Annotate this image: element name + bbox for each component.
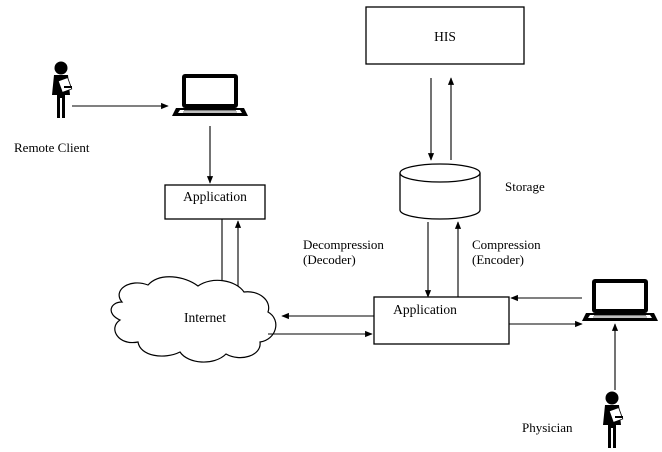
encoder-label: (Encoder) [472,252,524,267]
remote-client-label: Remote Client [14,140,90,155]
internet-cloud [110,276,277,363]
storage-cylinder-body [399,173,481,220]
physician-laptop-icon [581,278,659,322]
application-main-node: Application [373,296,510,345]
compression-label: Compression [472,237,541,252]
physician-label: Physician [522,420,573,435]
remote-client-person-icon [51,60,73,119]
decoder-label: (Decoder) [303,252,356,267]
his-label: HIS [434,29,456,44]
remote-laptop-icon [171,73,249,117]
his-node: HIS [365,6,525,65]
physician-person-icon [602,390,624,449]
his-box [365,6,525,65]
application-main-label: Application [393,302,457,317]
application-top-label: Application [183,189,247,204]
application-main-box [373,296,510,345]
application-top-box [164,184,266,220]
storage-node [399,163,481,220]
decompression-label: Decompression [303,237,384,252]
internet-label: Internet [184,310,226,325]
storage-label: Storage [505,179,545,194]
application-top-node: Application [164,184,266,220]
storage-cylinder-top [399,163,481,183]
